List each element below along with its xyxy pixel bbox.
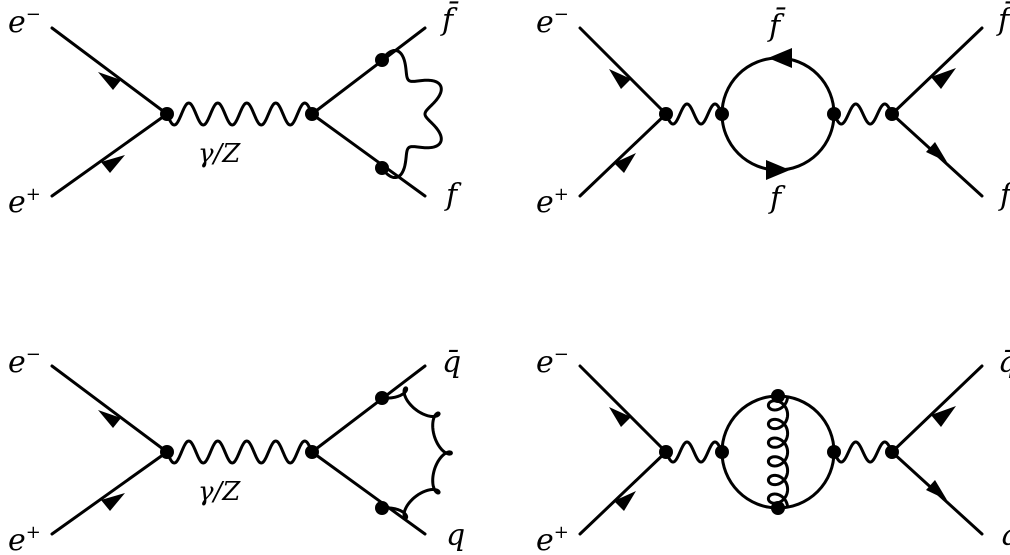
vertex-dot bbox=[160, 445, 174, 459]
boson-propagator-left bbox=[664, 102, 724, 126]
label-antifermion: f̄ bbox=[440, 0, 459, 38]
boson-propagator-right bbox=[832, 102, 894, 126]
vertex-dot bbox=[375, 161, 389, 175]
label-positron: e+ bbox=[8, 184, 41, 220]
electron-in-line bbox=[578, 364, 668, 454]
boson-propagator bbox=[165, 101, 314, 127]
electron-arrow bbox=[609, 407, 631, 427]
quark-out-top bbox=[310, 364, 427, 454]
vertex-dot bbox=[885, 445, 899, 459]
label-antifermion: f̄ bbox=[996, 0, 1010, 38]
positron-in-line bbox=[578, 112, 668, 198]
positron-arrow bbox=[101, 493, 125, 511]
vertex-dot bbox=[771, 501, 785, 515]
label-fermion: f bbox=[444, 178, 462, 213]
vertex-dot bbox=[375, 501, 389, 515]
loop-arrow-bottom bbox=[766, 160, 790, 180]
vertex-dot bbox=[659, 107, 673, 121]
label-quark: q bbox=[446, 518, 465, 553]
propagator-label: γ/Z bbox=[198, 139, 241, 169]
fermion-out-top bbox=[890, 26, 984, 116]
label-electron: e− bbox=[536, 4, 569, 40]
photon-loop bbox=[380, 48, 443, 180]
fermion-out-top bbox=[310, 26, 427, 116]
label-electron: e− bbox=[536, 344, 569, 380]
label-fermion: f bbox=[998, 178, 1010, 213]
boson-propagator-right bbox=[832, 440, 894, 464]
out-arrow-bottom bbox=[926, 142, 947, 162]
electron-in-line bbox=[578, 26, 668, 116]
propagator-label: γ/Z bbox=[198, 477, 241, 507]
positron-arrow bbox=[101, 155, 125, 173]
diagram-bottom-right: e− e+ q̄ q bbox=[536, 344, 1010, 555]
diagram-top-right: e− e+ f̄ f f̄ f bbox=[536, 0, 1010, 220]
positron-arrow bbox=[614, 153, 636, 173]
diagram-bottom-left: e− e+ γ/Z q̄ q bbox=[8, 344, 465, 555]
gluon-loop bbox=[384, 386, 453, 520]
vertex-dot bbox=[715, 445, 729, 459]
electron-arrow bbox=[609, 69, 631, 89]
vertex-dot bbox=[305, 445, 319, 459]
fermion-out-bottom bbox=[310, 112, 427, 198]
label-electron: e− bbox=[8, 344, 41, 380]
label-antiquark: q̄ bbox=[442, 345, 461, 380]
electron-in-line bbox=[50, 364, 169, 454]
label-positron: e+ bbox=[8, 522, 41, 555]
vertex-dot bbox=[827, 107, 841, 121]
out-arrow-top bbox=[931, 68, 956, 89]
vertex-dot bbox=[771, 389, 785, 403]
quark-out-top bbox=[890, 364, 984, 454]
loop-label-top: f̄ bbox=[767, 6, 786, 44]
gluon-exchange bbox=[766, 395, 790, 509]
vertex-dot bbox=[375, 53, 389, 67]
quark-out-bottom bbox=[310, 450, 427, 536]
out-arrow-top bbox=[931, 406, 956, 427]
label-quark: q bbox=[1000, 518, 1010, 553]
diagram-top-left: e− e+ γ/Z f̄ f bbox=[8, 0, 462, 220]
positron-in-line bbox=[50, 450, 169, 536]
electron-arrow bbox=[98, 410, 121, 428]
vertex-dot bbox=[160, 107, 174, 121]
label-positron: e+ bbox=[536, 184, 569, 220]
loop-arrow-top bbox=[768, 48, 792, 68]
fermion-loop bbox=[720, 56, 836, 172]
vertex-dot bbox=[885, 107, 899, 121]
vertex-dot bbox=[827, 445, 841, 459]
vertex-dot bbox=[305, 107, 319, 121]
label-electron: e− bbox=[8, 4, 41, 40]
loop-label-bottom: f bbox=[768, 181, 786, 216]
vertex-dot bbox=[715, 107, 729, 121]
boson-propagator bbox=[165, 439, 314, 465]
label-positron: e+ bbox=[536, 522, 569, 555]
positron-in-line bbox=[50, 112, 169, 198]
out-arrow-bottom bbox=[926, 480, 947, 500]
quark-loop bbox=[720, 394, 836, 510]
vertex-dot bbox=[375, 391, 389, 405]
label-antiquark: q̄ bbox=[998, 345, 1010, 380]
vertex-dot bbox=[659, 445, 673, 459]
electron-arrow bbox=[98, 72, 121, 90]
electron-in-line bbox=[50, 26, 169, 116]
boson-propagator-left bbox=[664, 440, 724, 464]
positron-in-line bbox=[578, 450, 668, 536]
positron-arrow bbox=[614, 491, 636, 511]
